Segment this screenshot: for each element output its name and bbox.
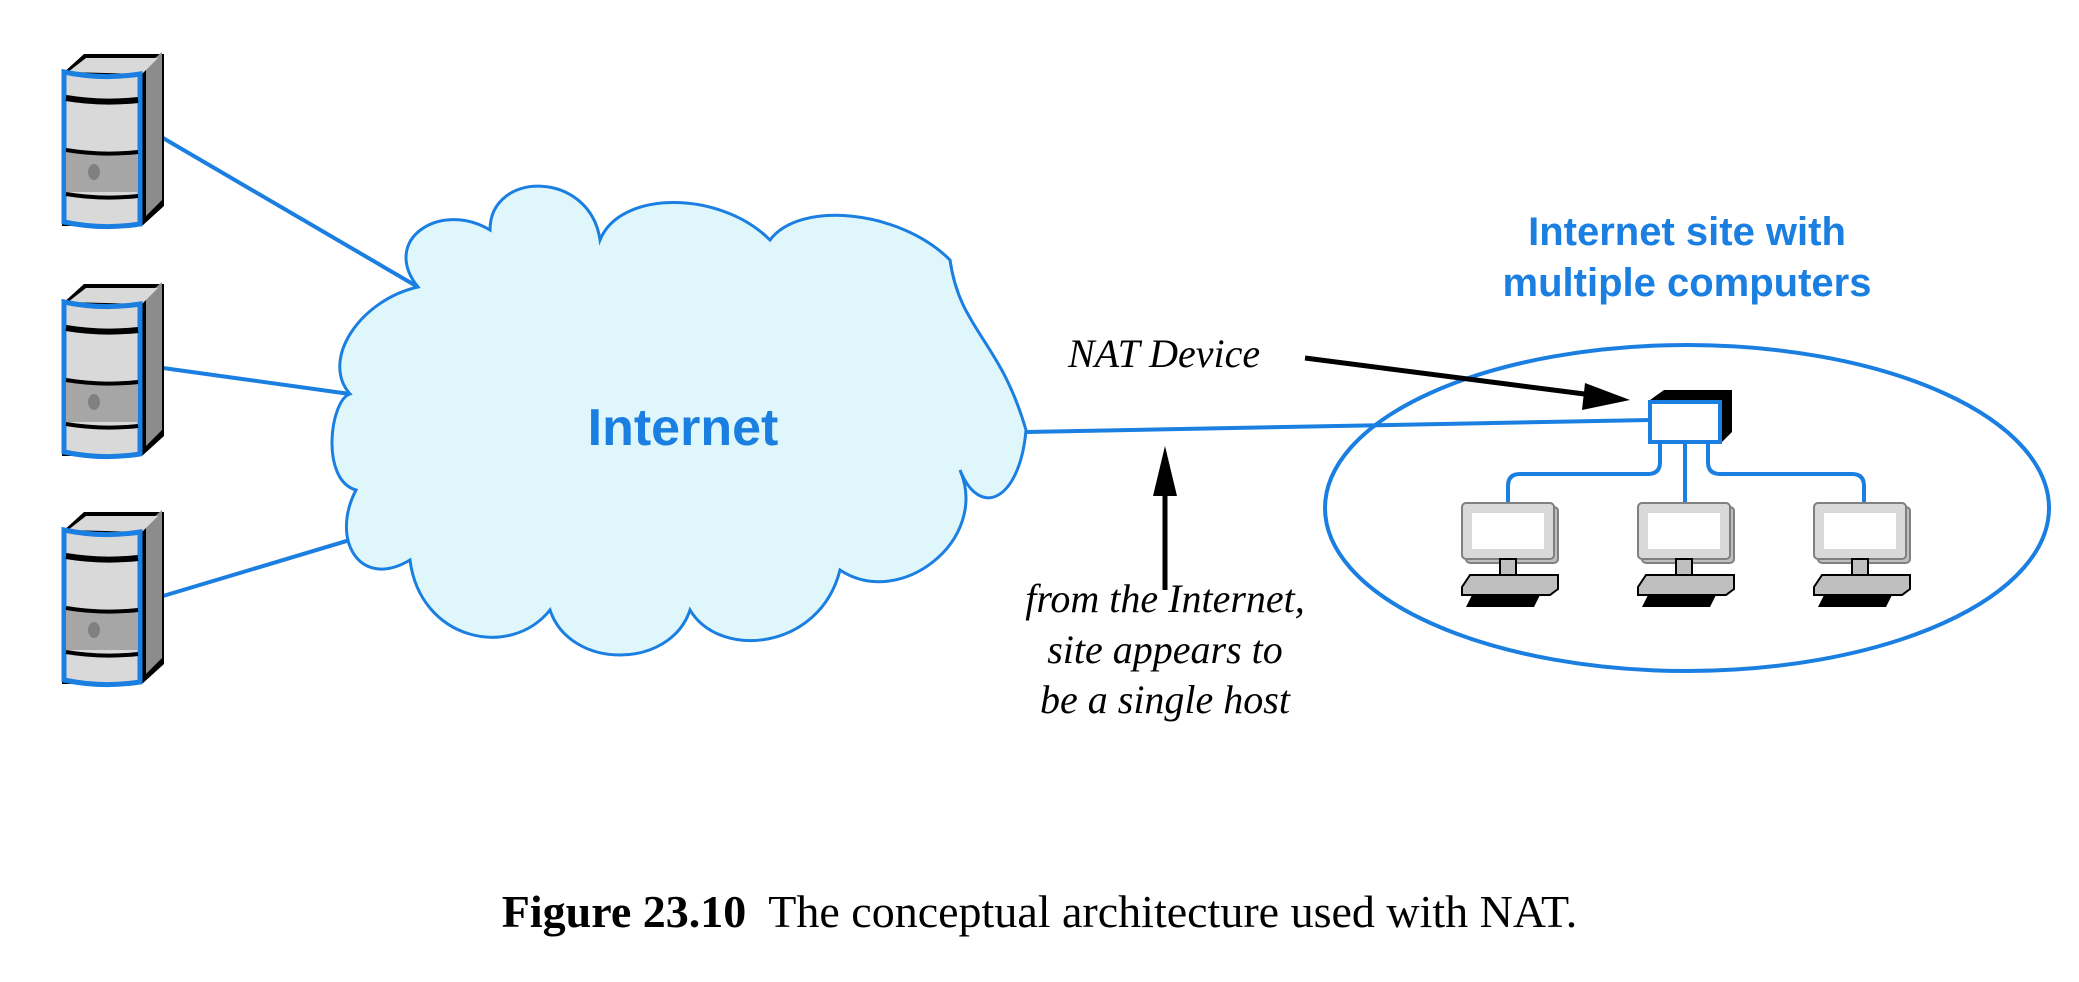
computer-icon: [1813, 502, 1911, 608]
annotation-line1: from the Internet,: [1025, 576, 1305, 621]
nat-pointer-arrowhead: [1582, 383, 1630, 410]
internet-cloud-icon: [330, 184, 1028, 657]
computer-icon: [1637, 502, 1735, 608]
lan-links: [1506, 444, 1866, 505]
nat-device-icon: [1648, 390, 1732, 444]
nat-pointer-line: [1304, 355, 1601, 399]
figure-caption-text: The conceptual architecture used with NA…: [768, 886, 1578, 937]
figure-number: Figure 23.10: [501, 886, 747, 937]
annotation-line2: site appears to: [1047, 627, 1283, 672]
single-host-pointer-arrowhead: [1153, 446, 1177, 496]
figure-caption: Figure 23.10 The conceptual architecture …: [0, 885, 2079, 938]
site-title-line1: Internet site with: [1528, 210, 1846, 254]
server-icon: [62, 510, 164, 685]
site-title-line2: multiple computers: [1503, 261, 1872, 305]
site-boundary: [1323, 343, 2051, 673]
uplink-line: [1025, 418, 1651, 434]
cloud-label: Internet: [588, 399, 779, 457]
server-icon: [62, 52, 164, 227]
computer-icon: [1461, 502, 1559, 608]
nat-device-label: NAT Device: [1067, 331, 1260, 376]
annotation-line3: be a single host: [1040, 677, 1291, 722]
server-icon: [62, 282, 164, 457]
